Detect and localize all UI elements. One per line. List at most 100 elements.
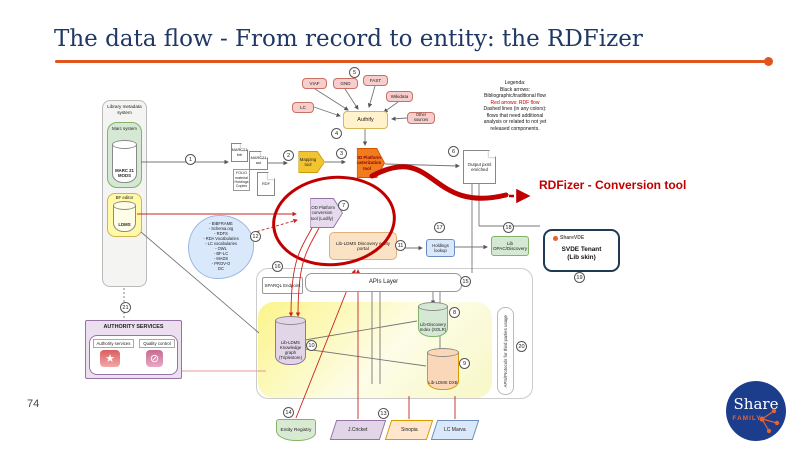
jcricket-label: J.Cricket <box>348 427 368 433</box>
clusterization-tool-hexagon: LOD Platform Clusterization tool <box>349 148 385 178</box>
doc-output-enriched: Output pxml enriched <box>463 150 496 184</box>
cloud-line: - PROV-O <box>211 260 231 266</box>
title-underline <box>55 60 767 63</box>
sinopia-label: Sinopia <box>400 427 418 433</box>
logo-circle <box>726 381 786 441</box>
svde-tenant-line2: (Lib skin) <box>567 254 596 262</box>
cloud-line: - MADS <box>213 255 229 261</box>
opac-discovery-box: Lib OPAC/Discovery <box>491 236 529 256</box>
cloud-line: - BIBFRAME <box>209 221 233 227</box>
authority-services-header: AUTHORITY SERVICES <box>103 324 164 330</box>
lc-marva-box: LC Marva <box>430 420 480 440</box>
cloud-line: - Schema.org <box>208 226 234 232</box>
cloud-line: - OWL <box>215 246 227 251</box>
source-lc: LC <box>292 102 314 113</box>
legend-line: Dashed lines (in any colors): <box>483 106 547 112</box>
page-number: 74 <box>27 398 40 410</box>
title-underline-dot <box>764 57 773 66</box>
step-badge: 20 <box>516 341 527 352</box>
legend-line: flows that need additional <box>486 112 544 119</box>
step-badge: 5 <box>349 67 360 78</box>
cloud-line: - BF-LC <box>213 250 229 256</box>
discovery-portal-box: Lib-LDMS Discovery entity portal <box>329 232 397 260</box>
legend-line: Bibliographic/traditional flow <box>484 93 546 99</box>
source-other: Other sources <box>407 112 435 124</box>
page-title: The data flow - From record to entity: t… <box>54 26 643 52</box>
platform-container <box>256 268 533 399</box>
step-badge: 13 <box>378 408 389 419</box>
legend-line: released components. <box>490 125 540 132</box>
apis-protocols-label: APIs/Protocols for third parties usage <box>503 314 508 388</box>
cloud-line: DC <box>218 265 224 271</box>
step-badge: 17 <box>434 222 445 233</box>
folio-holdings-box: FOLIO material Holdings Copies <box>233 169 250 191</box>
quality-control-label: Quality control <box>139 339 175 348</box>
doc-marc21-aut: MARC21 aut <box>249 151 268 170</box>
conversion-tool-hexagon: LOD Platform conversion tool (Lodify) <box>301 198 343 228</box>
step-badge: 9 <box>459 358 470 369</box>
source-fast: FAST <box>363 75 388 86</box>
discovery-index-db: Lib-Discovery Index (SOLR) <box>418 302 448 337</box>
marc-system-label: Marc system <box>112 126 137 131</box>
rdfizer-annotation: RDFizer - Conversion tool <box>539 178 687 192</box>
step-badge: 4 <box>331 128 342 139</box>
logo-family-text: FAMILY <box>732 415 761 422</box>
source-wikidata: Wikidata <box>386 91 413 102</box>
lc-marva-label: LC Marva <box>444 427 466 433</box>
quality-control-icon <box>146 350 163 367</box>
entity-registry-box: Entity Registry <box>276 419 316 441</box>
step-badge: 11 <box>395 240 406 251</box>
step-badge: 1 <box>185 154 196 165</box>
svde-tenant-box: ShareVDE SVDE Tenant (Lib skin) <box>543 229 620 272</box>
legend-line: analysis or related to not yet <box>483 119 547 125</box>
doc-marc21-bib: MARC21 bib <box>231 143 248 162</box>
step-badge: 15 <box>460 276 471 287</box>
step-badge: 3 <box>336 148 347 159</box>
holdings-lookup-box: Holdings lookup <box>426 239 455 257</box>
authify-box: Authify <box>343 111 388 129</box>
doc-rdf: RDF <box>257 172 275 196</box>
step-badge: 14 <box>283 407 294 418</box>
knowledge-graph-db: Lib-LDMS Knowledge graph (Triplestore) <box>275 316 306 365</box>
authority-services-label: Authority services <box>93 339 134 348</box>
step-badge: 18 <box>503 222 514 233</box>
apis-protocols-box: APIs/Protocols for third parties usage <box>497 307 514 395</box>
apis-layer-box: APIs Layer <box>305 273 462 292</box>
cloud-line: - RDFS <box>214 231 228 237</box>
marc21-mods-db: MARC 21 MODS <box>112 140 137 183</box>
legend-line-red: Red arrows: RDF flow <box>490 99 540 106</box>
cloud-line: - RDA Vocabularies <box>203 236 239 242</box>
svde-tenant-label: SVDE Tenant (Lib skin) <box>545 246 618 263</box>
ontologies-cloud: - BIBFRAME - Schema.org - RDFS - RDA Voc… <box>188 215 254 279</box>
step-badge: 6 <box>448 146 459 157</box>
sinopia-box: Sinopia <box>384 420 434 440</box>
step-badge: 7 <box>338 200 349 211</box>
legend: Legenda: Black arrows: Bibliographic/tra… <box>455 80 575 132</box>
legend-line: Legenda: <box>504 80 526 86</box>
step-badge: 10 <box>306 340 317 351</box>
cloud-line: - LC vocabularies <box>205 241 237 247</box>
dxb-db: Lib-LDMS DXB <box>427 348 459 390</box>
step-badge: 21 <box>120 302 131 313</box>
sparql-endpoint-box: SPARQL Endpoint <box>262 277 303 294</box>
step-badge: 12 <box>250 231 261 242</box>
source-gnd: GND <box>333 78 358 89</box>
legend-line: Black arrows: <box>499 86 530 93</box>
black-flow-lines <box>123 85 540 384</box>
step-badge: 2 <box>283 150 294 161</box>
source-viaf: VIAF <box>302 78 327 89</box>
red-rdf-flow-lines <box>137 211 456 419</box>
sharevde-brand: ShareVDE <box>553 235 584 241</box>
step-badge: 19 <box>574 272 585 283</box>
svde-tenant-line1: SVDE Tenant <box>561 246 602 253</box>
share-family-logo: Share FAMILY <box>726 381 786 441</box>
logo-network-dots <box>759 408 780 434</box>
logo-share-text: Share <box>734 395 779 413</box>
mapping-tool-label: Mapping tool <box>299 152 324 172</box>
bf-editor-label: BF editor <box>115 195 134 200</box>
ldms-db: LDMS <box>113 201 136 232</box>
mapping-tool-hexagon: Mapping tool <box>291 151 325 173</box>
authority-star-icon <box>100 350 120 367</box>
